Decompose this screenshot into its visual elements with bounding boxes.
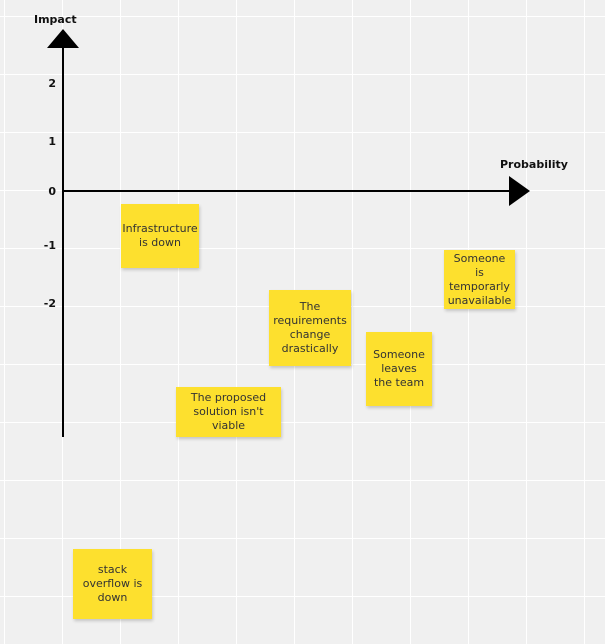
y-tick-label: -1 xyxy=(43,239,56,252)
y-tick-label: -2 xyxy=(43,297,56,310)
y-axis-arrowhead xyxy=(47,29,79,48)
sticky-note-infrastructure-down[interactable]: Infrastructure is down xyxy=(121,204,199,268)
y-axis-title: Impact xyxy=(34,13,77,26)
y-tick-label: 1 xyxy=(48,135,56,148)
sticky-note-someone-leaves-team[interactable]: Someone leaves the team xyxy=(366,332,432,406)
y-tick-label: 2 xyxy=(48,77,56,90)
sticky-note-someone-temporarily-unavailable[interactable]: Someone is temporarly unavailable xyxy=(444,250,515,309)
x-axis-title: Probability xyxy=(500,158,568,171)
y-tick-label: 0 xyxy=(48,185,56,198)
sticky-note-proposed-solution-not-viable[interactable]: The proposed solution isn't viable xyxy=(176,387,281,437)
x-axis-arrowhead xyxy=(509,176,530,206)
sticky-note-requirements-change[interactable]: The requirements change drastically xyxy=(269,290,351,366)
sticky-note-stack-overflow-down[interactable]: stack overflow is down xyxy=(73,549,152,619)
